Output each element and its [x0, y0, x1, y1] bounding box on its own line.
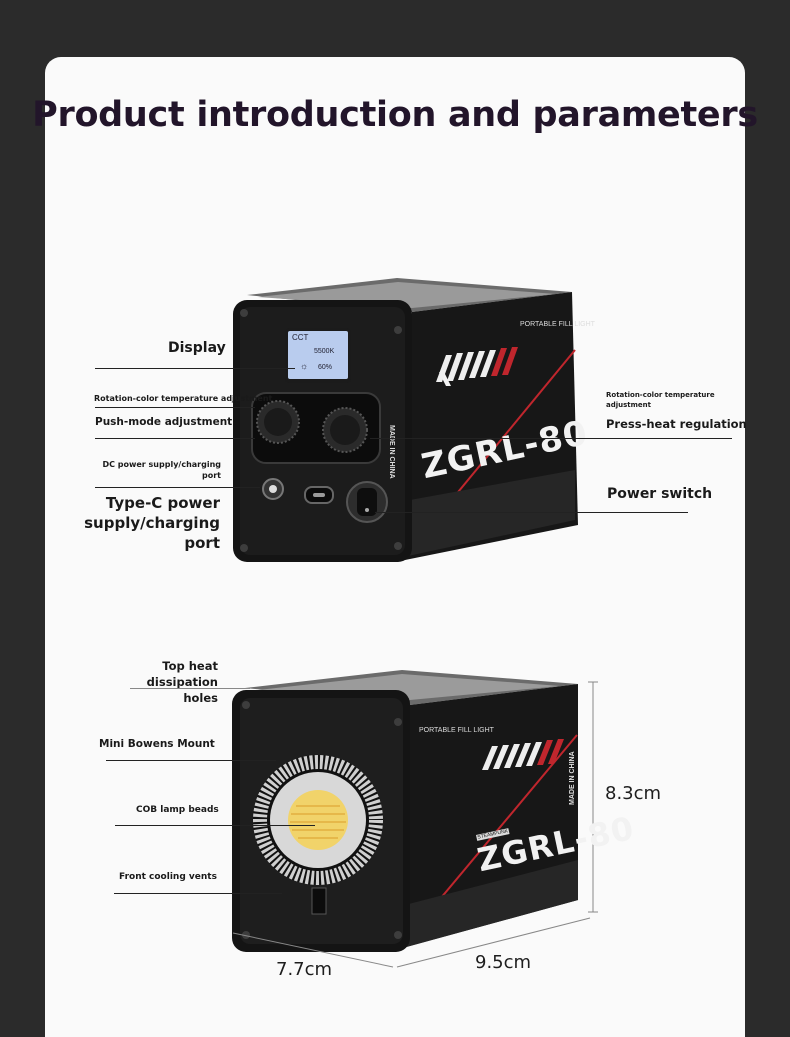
lcd-screen: CCT 5500K 60% ☼ — [288, 331, 348, 379]
leader-bowens — [106, 760, 276, 761]
bottom-made-in: MADE IN CHINA — [569, 751, 576, 805]
label-cob: COB lamp beads — [136, 805, 219, 815]
page-title: Product introduction and parameters — [32, 95, 758, 135]
label-display: Display — [168, 340, 226, 356]
leader-top-heat — [130, 688, 250, 689]
top-side-text: PORTABLE FILL LIGHT — [520, 321, 595, 328]
label-press-heat: Press-heat regulation — [606, 417, 747, 431]
screen-brightness: 60% — [318, 364, 333, 371]
leader-cob — [115, 825, 315, 826]
label-rotation-right: Rotation-color temperature adjustment — [606, 391, 715, 409]
label-front-vents: Front cooling vents — [119, 872, 217, 882]
display-bezel: CCT 5500K 60% ☼ — [285, 328, 351, 383]
screen-temp: 5500K — [314, 348, 335, 355]
label-rotation-left: Rotation-color temperature adjustment — [94, 394, 273, 403]
dim-height: 8.3cm — [605, 783, 662, 804]
leader-rotation-left — [95, 407, 255, 408]
leader-push-mode — [95, 438, 255, 439]
label-bowens: Mini Bowens Mount — [99, 738, 215, 750]
bottom-side-text: PORTABLE FILL LIGHT — [419, 727, 494, 734]
leader-power-switch — [375, 512, 688, 513]
dim-depth: 9.5cm — [475, 952, 532, 973]
label-top-heat: Top heat dissipation holes — [146, 659, 218, 705]
sun-icon: ☼ — [300, 361, 309, 371]
leader-press-heat — [370, 438, 732, 439]
label-dc-port: DC power supply/charging port — [102, 460, 221, 480]
label-typec: Type-C power supply/charging port — [84, 494, 220, 552]
leader-dc-port — [95, 487, 260, 488]
dim-width: 7.7cm — [276, 959, 333, 980]
leader-front-vents — [114, 893, 282, 894]
screen-mode: CCT — [292, 333, 309, 342]
label-power-switch: Power switch — [607, 486, 713, 502]
leader-display — [95, 368, 295, 369]
label-push-mode: Push-mode adjustment — [95, 416, 233, 428]
